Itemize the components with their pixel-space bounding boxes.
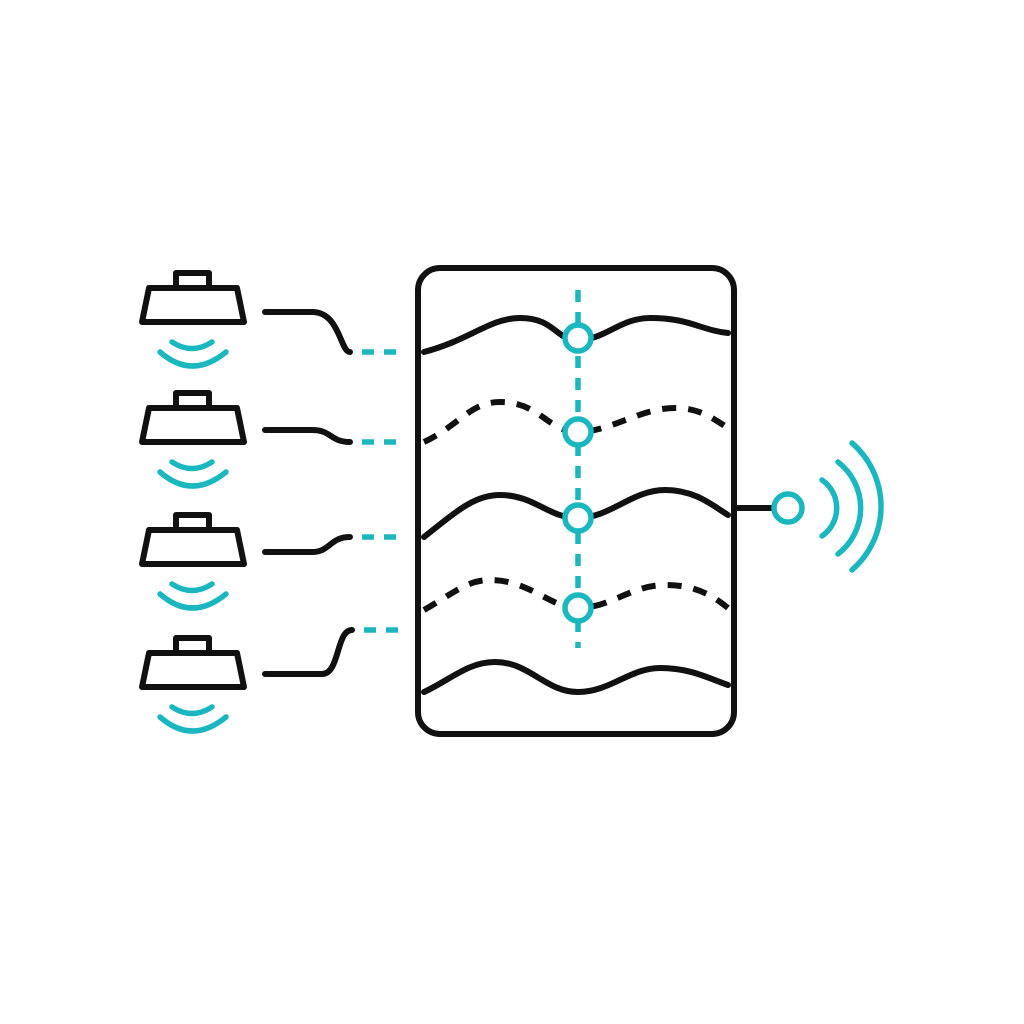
sensor-2-signal-waves-icon <box>157 459 229 489</box>
connector-2 <box>262 427 402 445</box>
sample-node-1 <box>562 322 594 354</box>
sensor-3-signal-waves-icon <box>157 581 229 611</box>
transducer-icon <box>139 390 247 445</box>
broadcast-arc-1 <box>819 477 840 539</box>
sensor-3 <box>139 512 247 611</box>
sample-node-2 <box>562 416 594 448</box>
sample-node-3 <box>562 502 594 534</box>
wireless-signal-icon <box>731 440 884 573</box>
processor-frame <box>415 265 737 737</box>
connector-3 <box>262 534 402 555</box>
waveform-2-dashed <box>422 399 730 445</box>
sensor-1-signal-waves-icon <box>157 339 229 369</box>
broadcast-arc-3 <box>849 440 884 573</box>
sample-node-4 <box>562 592 594 624</box>
waveform-panel-icon <box>415 265 737 737</box>
broadcast-arc-2 <box>835 459 864 557</box>
transducer-icon <box>139 512 247 567</box>
connector-1 <box>262 309 402 355</box>
output-node <box>771 491 805 525</box>
sensor-2 <box>139 390 247 489</box>
transducer-icon <box>139 270 247 325</box>
waveform-5 <box>421 659 731 695</box>
sensor-4-signal-waves-icon <box>157 704 229 734</box>
sensor-4 <box>139 635 247 734</box>
transducer-icon <box>139 635 247 690</box>
sensor-1 <box>139 270 247 369</box>
connector-4 <box>262 627 402 677</box>
